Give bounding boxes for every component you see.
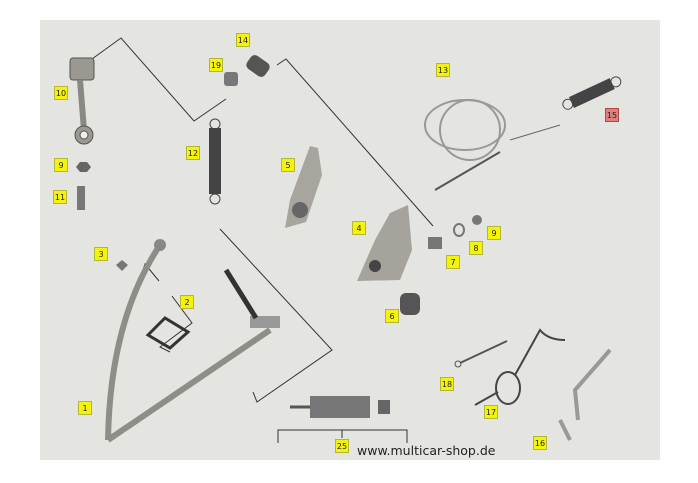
leader-line-10-19 [91,37,227,122]
part-17-torsion-spring [474,328,566,406]
part-25-assembly [290,396,390,418]
part-9-nut-2 [472,215,482,225]
label-11: 11 [53,190,67,204]
label-8: 8 [469,241,483,255]
part-1-pedal [105,243,272,443]
part-11-bolt [77,186,85,210]
part-10-link [69,57,95,145]
leader-line-2 [159,295,193,353]
pedal-arm-end [250,316,280,328]
part-19-fitting [224,72,238,86]
pedal-shaft [223,268,259,320]
part-6-bushing [400,293,420,315]
part-16-pin [558,348,612,441]
leader-line-12-1 [219,228,333,403]
label-18: 18 [440,377,454,391]
label-17: 17 [484,405,498,419]
label-5: 5 [281,158,295,172]
label-9-b: 9 [487,226,501,240]
label-1: 1 [78,401,92,415]
leader-line-14-13 [276,58,434,227]
label-16: 16 [533,436,547,450]
part-13-cable [424,99,561,191]
part-4-bracket [357,205,412,281]
label-15: 15 [605,108,619,122]
label-6: 6 [385,309,399,323]
label-14: 14 [236,33,250,47]
part-8-washer [453,223,465,237]
label-12: 12 [186,146,200,160]
label-13: 13 [436,63,450,77]
part-3-nut [116,260,128,271]
part-14-tee [246,55,270,77]
part-9-nut [76,162,91,172]
leader-lines [91,37,434,443]
label-2: 2 [180,295,194,309]
part-2-clip [145,316,191,350]
label-10: 10 [54,86,68,100]
diagram-background [40,20,660,460]
part-12-spring [209,118,221,205]
label-9: 9 [54,158,68,172]
part-18-split-pin [454,340,508,368]
part-15-spring [562,76,622,110]
website-watermark: www.multicar-shop.de [357,443,496,458]
label-19: 19 [209,58,223,72]
part-7-bolt [428,237,442,249]
label-7: 7 [446,255,460,269]
label-25: 25 [335,439,349,453]
label-3: 3 [94,247,108,261]
label-4: 4 [352,221,366,235]
